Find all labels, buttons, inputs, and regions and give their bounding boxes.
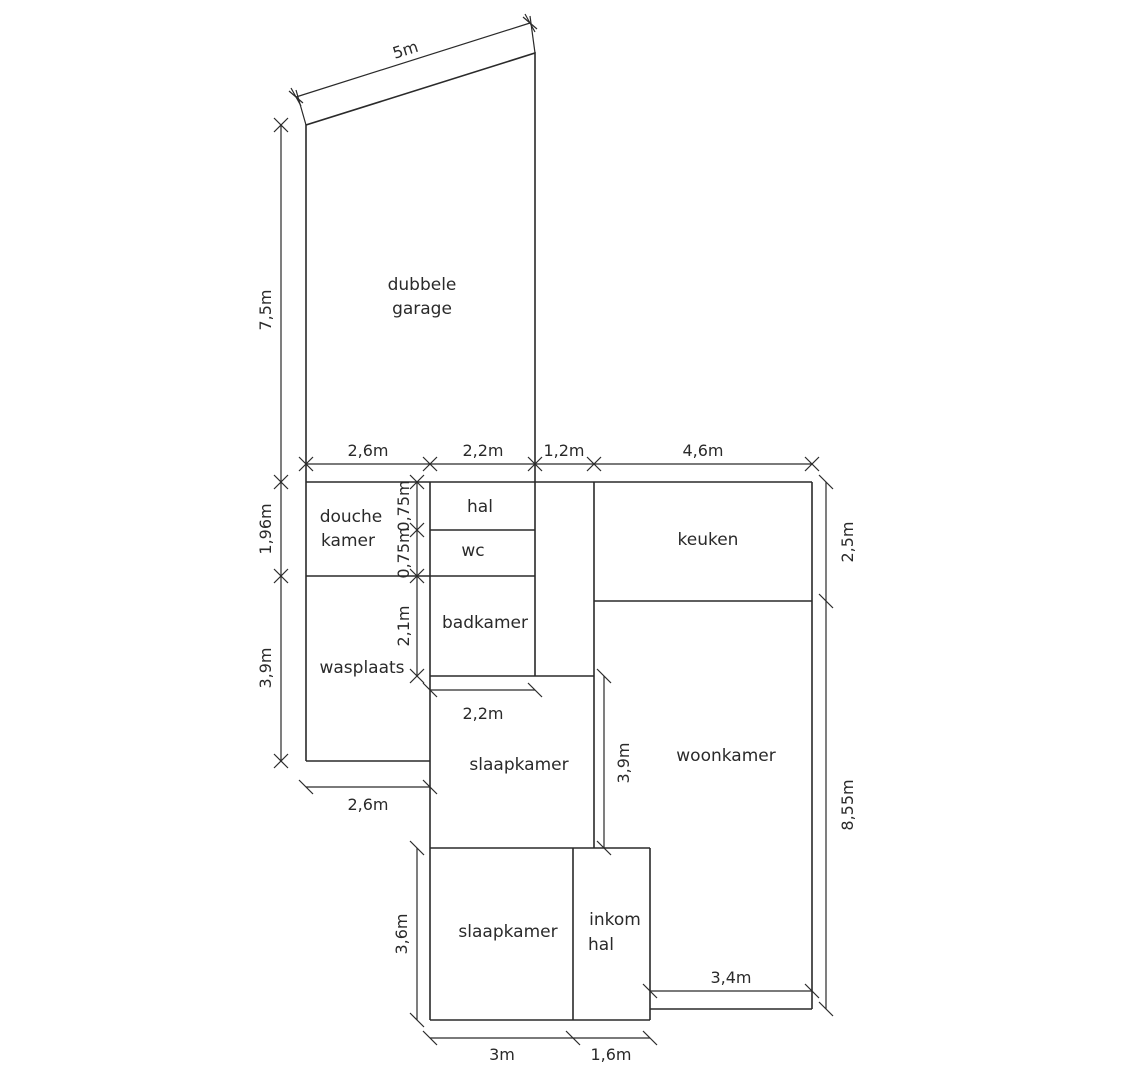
dim-label-douche-width: 2,6m — [347, 441, 388, 460]
room-label-slaapkamer-2: slaapkamer — [458, 922, 557, 942]
dim-label-wasplaats-width: 2,6m — [347, 795, 388, 814]
dim-label-inkom-width: 1,6m — [590, 1045, 631, 1064]
garage-walls — [305, 51, 536, 676]
dimension-lines — [273, 13, 834, 1046]
dim-label-keuken-depth: 2,5m — [838, 521, 857, 562]
room-label-garage-2: garage — [392, 299, 452, 319]
dim-label-badkamer-width: 2,2m — [462, 704, 503, 723]
dim-label-woonkamer-depth: 8,55m — [838, 779, 857, 830]
dim-label-keuken-width: 4,6m — [682, 441, 723, 460]
room-label-douche-2: kamer — [321, 531, 375, 551]
dim-label-hal-depth: 0,75m — [394, 480, 413, 531]
room-label-hal: hal — [467, 497, 493, 517]
room-label-woonkamer: woonkamer — [676, 746, 775, 766]
room-label-wasplaats: wasplaats — [319, 658, 404, 678]
dimension-labels: 5m 7,5m 2,6m 2,2m 1,2m 4,6m 1,96m 3,9m 0… — [256, 37, 857, 1064]
dim-label-slaapkamer2-width: 3m — [489, 1045, 515, 1064]
dim-label-wc-depth: 0,75m — [394, 527, 413, 578]
dim-label-wasplaats-depth: 3,9m — [256, 647, 275, 688]
dim-label-badkamer-depth: 2,1m — [394, 605, 413, 646]
dim-label-hal-width: 2,2m — [462, 441, 503, 460]
room-label-douche-1: douche — [320, 507, 383, 527]
room-label-wc: wc — [461, 541, 484, 561]
room-label-keuken: keuken — [678, 530, 739, 550]
room-labels: dubbele garage douche kamer hal wc badka… — [319, 275, 775, 955]
dim-label-garage-depth: 7,5m — [256, 289, 275, 330]
dim-label-woonkamer-bottom: 3,4m — [710, 968, 751, 987]
room-label-inkom-1: inkom — [589, 910, 641, 930]
dim-label-gang-width: 1,2m — [543, 441, 584, 460]
room-label-inkom-2: hal — [588, 935, 614, 955]
dim-label-douche-depth: 1,96m — [256, 503, 275, 554]
room-label-slaapkamer-1: slaapkamer — [469, 755, 568, 775]
dim-garage-width — [295, 22, 531, 98]
room-label-badkamer: badkamer — [442, 613, 528, 633]
room-label-garage-1: dubbele — [388, 275, 457, 295]
dim-label-slaapkamer2-depth: 3,6m — [392, 913, 411, 954]
dim-label-slaapkamer-depth: 3,9m — [614, 742, 633, 783]
